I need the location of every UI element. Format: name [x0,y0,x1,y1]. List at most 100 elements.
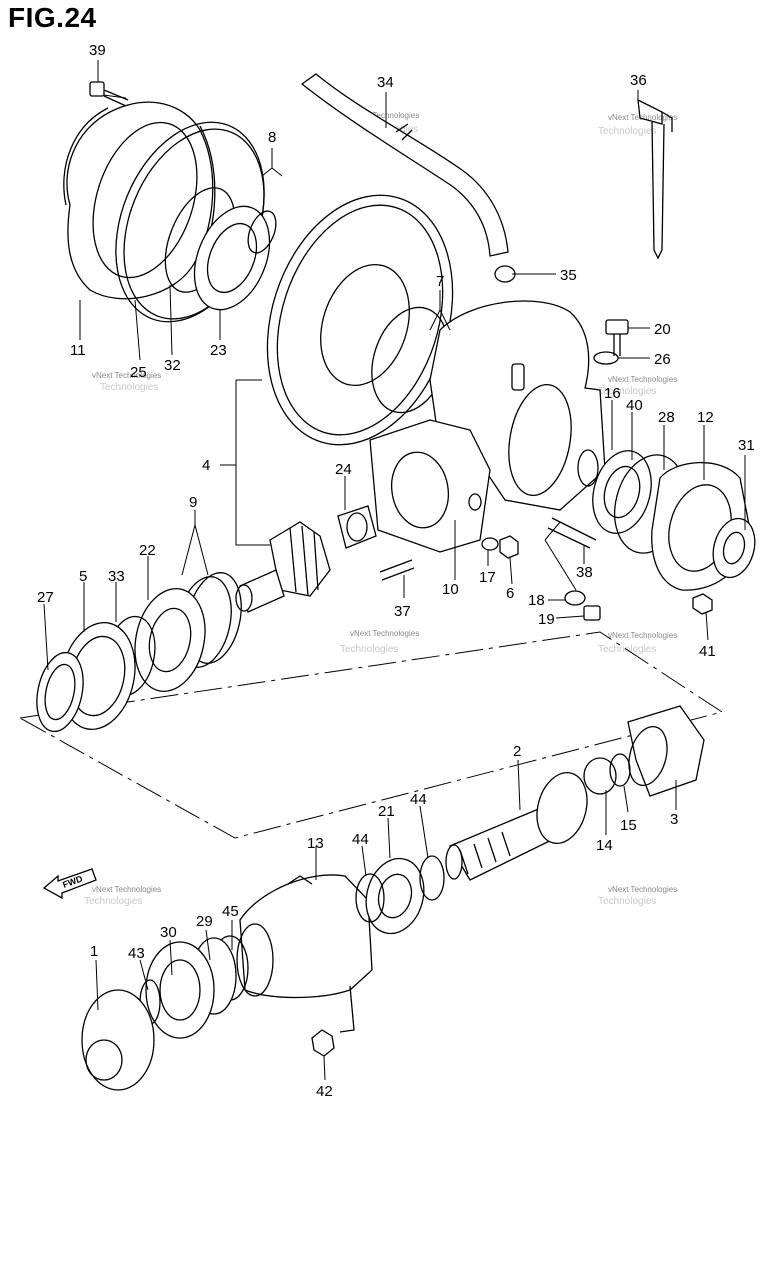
breather-hose-clamp [395,123,413,141]
circlip-44-b [419,855,445,901]
callout: 24 [335,461,352,478]
circlip-44-a [355,873,385,923]
coupling-3-bore [628,726,668,786]
shaft-gear [536,772,588,844]
side-cover-assembly [547,98,756,621]
front-housing-13 [239,874,373,999]
rear-cover-part [66,101,214,300]
ring-gear-assembly [266,194,454,446]
callout: 8 [268,129,276,146]
callout: 15 [620,817,637,834]
watermark: vNext Technologies [608,631,677,640]
callout: 17 [479,569,496,586]
spacer-8 [247,210,277,254]
callout: 10 [442,581,459,598]
callout: 31 [738,437,755,454]
bolt-20-head [605,319,629,335]
shaft-splines [459,831,511,875]
watermark: vNext Technologies [92,371,161,380]
forward-arrow-icon [42,868,97,900]
drive-pinion-teeth [289,525,319,597]
ring-gear-hub [320,263,410,387]
drive-pinion-shaft-end [235,584,253,612]
watermark: vNext Technologies [350,629,419,638]
propeller-shaft-assembly [445,705,705,881]
callout: 4 [202,457,210,474]
callout: 20 [654,321,671,338]
bolt-20-shank [613,334,621,356]
bolt-39-thread [103,89,129,107]
callout: 23 [210,342,227,359]
differential-housing [369,300,606,553]
bearing-21-inner [377,873,413,919]
drain-plug-19 [583,605,601,621]
callout: 38 [576,564,593,581]
callout: 2 [513,743,521,760]
bearing-40 [592,450,652,534]
bearing-24-inner [346,512,368,542]
rear-cover-bore [92,121,198,279]
bolt-39-head [89,81,105,97]
watermark: Technologies [598,896,656,907]
ring-gear-teeth-line [276,204,444,436]
washer-26 [593,351,619,365]
watermark: vNext Technologies [608,885,677,894]
oil-seal-31 [712,517,756,579]
nut-14 [583,757,617,795]
callout: 9 [189,494,197,511]
seal-16 [577,449,599,487]
callout: 16 [604,385,621,402]
callout: 25 [130,364,147,381]
dust-cover-1 [81,989,155,1091]
pinion-housing-bore [390,451,450,529]
oil-seal-31-inner [722,531,746,565]
callout: 45 [222,903,239,920]
watermark: vNext Technologies [350,111,419,120]
callout: 26 [654,351,671,368]
callout: 44 [352,831,369,848]
callout: 12 [697,409,714,426]
watermark: vNext Technologies [608,113,677,122]
callout: 5 [79,568,87,585]
callout: 34 [377,74,394,91]
pinion-housing-10 [369,419,491,553]
callout: 3 [670,811,678,828]
callout: 41 [699,643,716,660]
bearing-23 [193,205,271,311]
dipstick-36-head [637,98,663,125]
drive-pinion-assembly [235,505,519,613]
callout: 43 [128,945,145,962]
forward-arrow: FWD [42,868,97,900]
figure-title: FIG.24 [8,2,97,33]
seal-30-inner [159,959,201,1021]
bearing-22-inner [148,607,192,673]
callout: 28 [658,409,675,426]
stud-38 [547,517,597,549]
front-housing-nose [236,923,274,997]
callout: 44 [410,791,427,808]
callout: 7 [436,273,444,290]
front-housing-assembly [81,855,445,1091]
rear-cover-assembly [63,81,277,323]
dipstick-36-handle [661,111,673,132]
washer-18 [564,590,586,606]
bearing-cup-27-inner [44,663,76,721]
bearing-22 [134,587,206,693]
watermark: Technologies [340,644,398,655]
dust-cover-1-bore [85,1039,123,1081]
callout: 29 [196,913,213,930]
bearing-cup-27 [36,651,84,733]
callout: 13 [307,835,324,852]
differential-case-bore [508,383,572,497]
callout: 36 [630,72,647,89]
bolt-6 [499,535,519,559]
watermark: Technologies [598,386,656,397]
callout: 37 [394,603,411,620]
front-housing-flange [287,875,355,1033]
shaft-end [445,844,463,880]
callout: 6 [506,585,514,602]
callout: 21 [378,803,395,820]
watermark: Technologies [100,382,158,393]
housing-plug [468,493,482,511]
